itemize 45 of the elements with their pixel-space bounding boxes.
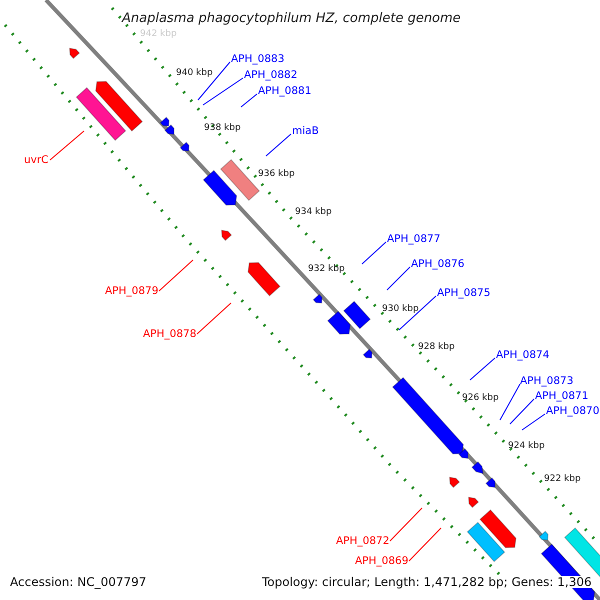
leader-line <box>470 358 496 380</box>
gene-label: APH_0877 <box>387 233 440 245</box>
scale-label: 932 kbp <box>308 263 345 275</box>
gene-label: APH_0881 <box>258 85 312 97</box>
leader-line <box>500 384 520 420</box>
scale-label: 922 kbp <box>544 473 581 485</box>
gene-label: APH_0875 <box>437 287 490 299</box>
leader-line <box>158 260 194 292</box>
leader-line <box>408 528 442 562</box>
scale-label: 926 kbp <box>462 392 499 404</box>
scale-label: 940 kbp <box>176 67 213 79</box>
scale-label: 936 kbp <box>258 168 295 180</box>
leader-line <box>386 266 410 290</box>
leader-line <box>198 62 230 100</box>
scale-label: 938 kbp <box>204 122 241 134</box>
leader-line <box>196 302 232 334</box>
scale-label: 934 kbp <box>295 206 332 218</box>
leader-line <box>266 134 292 156</box>
gene-label: APH_0878 <box>143 328 196 340</box>
leader-line <box>50 130 84 160</box>
gene-label: uvrC <box>24 154 49 166</box>
gene-label: APH_0876 <box>411 258 464 270</box>
leader-line <box>398 296 436 330</box>
leader-line <box>202 78 244 106</box>
leader-line <box>240 94 258 108</box>
info-text: Accession: NC_007797 <box>10 576 146 588</box>
gene-label: APH_0872 <box>336 535 390 547</box>
gene-label: APH_0879 <box>105 285 158 297</box>
gene-label: APH_0870 <box>546 405 600 417</box>
gene-label: APH_0871 <box>535 390 588 402</box>
leader-line <box>390 508 422 542</box>
leader-line <box>510 398 534 424</box>
gene-label: APH_0869 <box>355 555 408 567</box>
gene-label: APH_0873 <box>520 375 574 387</box>
leader-line <box>522 414 546 430</box>
gene-label: APH_0882 <box>244 69 298 81</box>
leader-line <box>362 242 386 264</box>
gene-label: miaB <box>292 125 319 137</box>
scale-label: 924 kbp <box>508 440 545 452</box>
gene-label: APH_0874 <box>496 349 550 361</box>
gene-label: APH_0883 <box>231 53 284 65</box>
scale-label: 930 kbp <box>382 303 419 315</box>
scale-label: 928 kbp <box>418 341 455 353</box>
map-title: Anaplasma phagocytophilum HZ, complete genome <box>122 11 461 26</box>
info-text: Topology: circular; Length: 1,471,282 bp; Genes: 1,306 <box>262 576 592 588</box>
